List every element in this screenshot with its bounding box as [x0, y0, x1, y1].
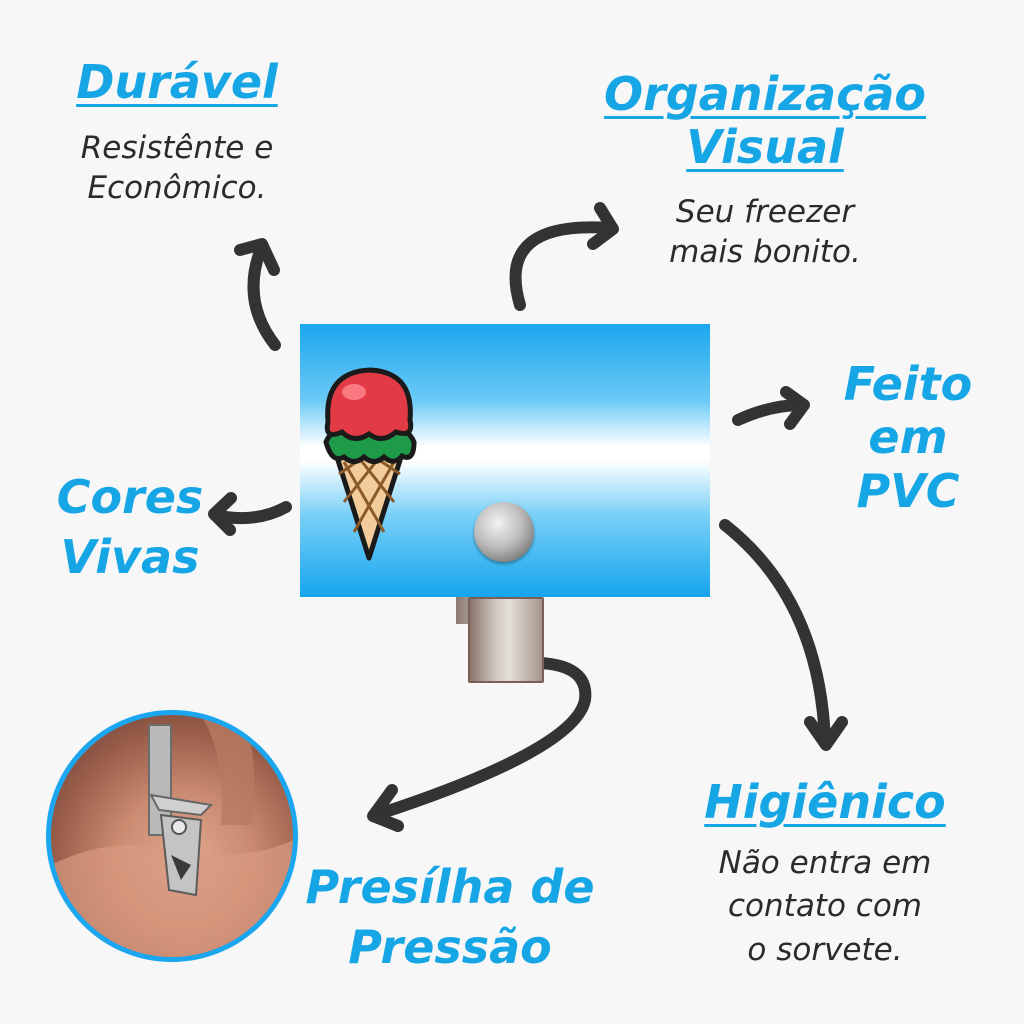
arrow-icon: [804, 716, 848, 751]
higienico-desc-line: o sorvete.: [747, 931, 903, 968]
arrow-icon: [247, 240, 281, 351]
arrow-icon: [367, 784, 404, 832]
clip-icon: [468, 597, 544, 683]
duravel-title: Durável: [76, 55, 278, 109]
duravel-desc-line: Econômico.: [87, 170, 267, 207]
clip-in-hand-photo: [46, 710, 298, 962]
organizacao-title-line: Visual: [686, 119, 844, 174]
arrow-icon: [780, 386, 810, 430]
arrow-icon: [208, 492, 237, 536]
organizacao-desc-line: mais bonito.: [669, 234, 861, 271]
arrow-icon: [719, 519, 831, 748]
organizacao-desc-line: Seu freezer: [675, 194, 855, 230]
duravel-description: Resistênte e Econômico.: [52, 128, 302, 209]
presilha-title-line: Presílha de: [305, 860, 595, 914]
cores-title-line: Vivas: [60, 529, 200, 584]
ice-cream-icon: [323, 367, 417, 561]
higienico-desc-line: contato com: [728, 888, 922, 925]
rivet-icon: [474, 502, 534, 562]
organizacao-title: Organização Visual: [590, 68, 940, 174]
arrow-icon: [587, 202, 619, 250]
higienico-desc-line: Não entra em: [718, 845, 932, 881]
duravel-desc-line: Resistênte e: [80, 130, 274, 166]
clip-icon: [148, 724, 214, 897]
presilha-title: Presílha de Pressão: [300, 858, 600, 978]
cores-title: Cores Vivas: [40, 468, 220, 588]
arrow-icon: [370, 656, 592, 821]
higienico-title: Higiênico: [704, 775, 946, 829]
presilha-title-line: Pressão: [348, 919, 552, 974]
higienico-description: Não entra em contato com o sorvete.: [685, 842, 965, 972]
pvc-title: Feito em PVC: [818, 357, 998, 518]
pvc-title-line: Feito: [843, 357, 973, 411]
arrow-icon: [509, 221, 616, 311]
pvc-title-line: PVC: [856, 463, 960, 518]
hand-clip-illustration: [51, 715, 293, 957]
cores-title-line: Cores: [56, 470, 204, 524]
arrow-icon: [234, 238, 280, 276]
organizacao-description: Seu freezer mais bonito.: [620, 192, 910, 273]
organizacao-title-line: Organização: [604, 67, 926, 121]
pvc-title-line: em: [868, 410, 948, 465]
